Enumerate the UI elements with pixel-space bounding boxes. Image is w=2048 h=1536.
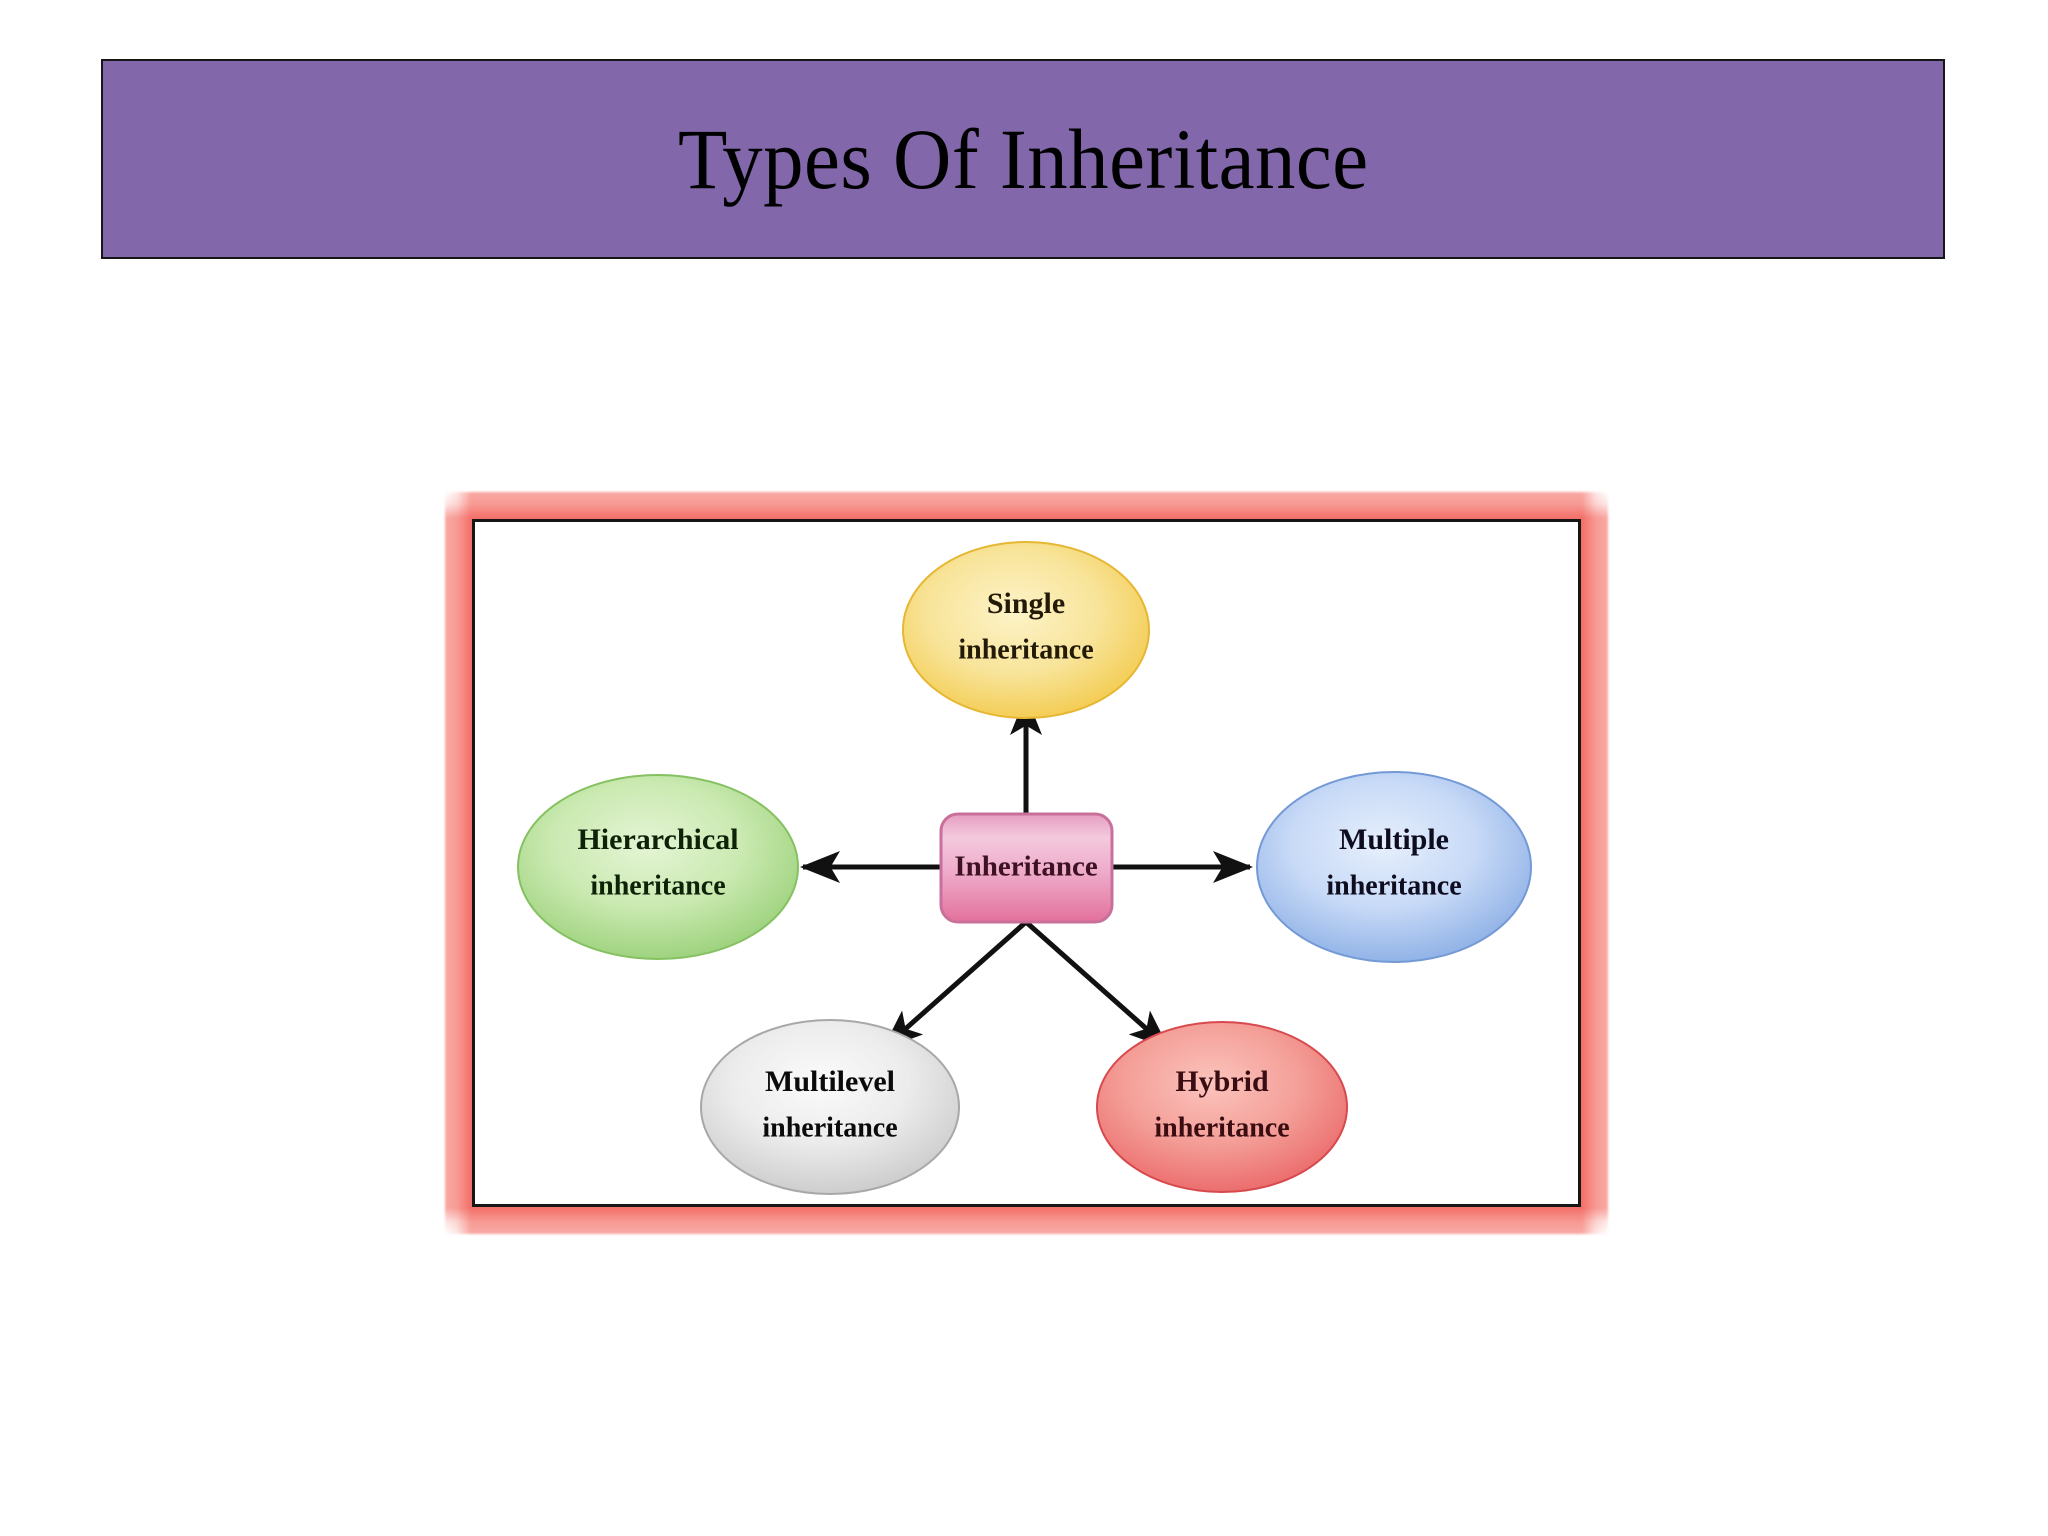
node-multilevel-shape bbox=[700, 1019, 960, 1195]
node-single-shape bbox=[902, 541, 1150, 719]
node-multiple-shape bbox=[1256, 771, 1532, 963]
node-multiple-label-line2: inheritance bbox=[1326, 870, 1461, 901]
node-hybrid-label-line2: inheritance bbox=[1154, 1112, 1289, 1143]
node-multiple-label-line1: Multiple bbox=[1339, 823, 1449, 856]
inheritance-diagram-figure: Single inheritance Hierarchical inherita… bbox=[445, 492, 1608, 1234]
node-multiple-inheritance[interactable]: Multiple inheritance bbox=[1256, 771, 1532, 963]
edge-inheritance-to-multilevel bbox=[882, 920, 1028, 1049]
diagram-edges bbox=[800, 695, 1253, 1049]
edge-inheritance-to-hybrid bbox=[1024, 920, 1170, 1049]
figure-canvas: Single inheritance Hierarchical inherita… bbox=[472, 519, 1581, 1207]
node-hierarchical-label-line2: inheritance bbox=[590, 870, 725, 901]
node-single-label-line2: inheritance bbox=[958, 634, 1093, 665]
node-hybrid-shape bbox=[1096, 1021, 1348, 1193]
node-hierarchical-label-line1: Hierarchical bbox=[577, 823, 738, 856]
node-inheritance-label: Inheritance bbox=[954, 851, 1098, 883]
node-multilevel-inheritance[interactable]: Multilevel inheritance bbox=[700, 1019, 960, 1195]
node-hybrid-label-line1: Hybrid bbox=[1175, 1065, 1269, 1098]
node-hybrid-inheritance[interactable]: Hybrid inheritance bbox=[1096, 1021, 1348, 1193]
node-inheritance-center[interactable]: Inheritance bbox=[939, 812, 1114, 924]
node-hierarchical-inheritance[interactable]: Hierarchical inheritance bbox=[517, 774, 799, 960]
inheritance-diagram-svg: Single inheritance Hierarchical inherita… bbox=[517, 541, 1532, 1195]
page-title: Types Of Inheritance bbox=[677, 111, 1369, 207]
node-multilevel-label-line1: Multilevel bbox=[765, 1065, 895, 1098]
node-inheritance-shape bbox=[939, 812, 1114, 924]
node-hierarchical-shape bbox=[517, 774, 799, 960]
node-single-inheritance[interactable]: Single inheritance bbox=[902, 541, 1150, 719]
node-single-label-line1: Single bbox=[987, 587, 1065, 620]
node-multilevel-label-line2: inheritance bbox=[762, 1112, 897, 1143]
slide-title-banner: Types Of Inheritance bbox=[101, 59, 1945, 259]
